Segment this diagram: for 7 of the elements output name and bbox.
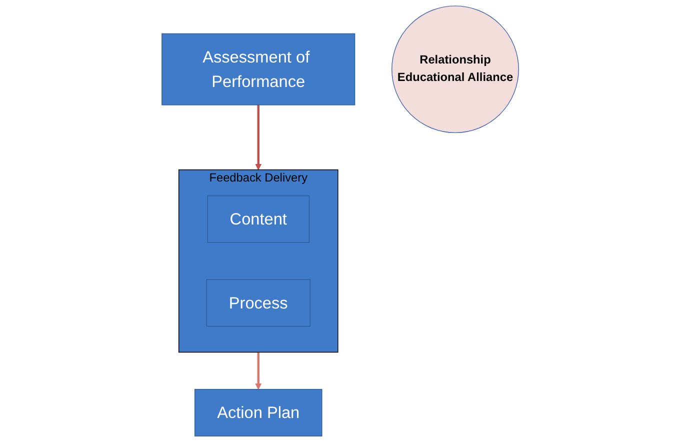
node-box: Assessment of Performance (162, 33, 356, 106)
node-circle: Relationship Educational Alliance (392, 6, 520, 134)
arrow (255, 104, 262, 170)
arrow (255, 352, 262, 390)
node-box: Process (206, 279, 311, 327)
node-box: Content (207, 195, 310, 243)
node-box: Action Plan (194, 388, 322, 436)
